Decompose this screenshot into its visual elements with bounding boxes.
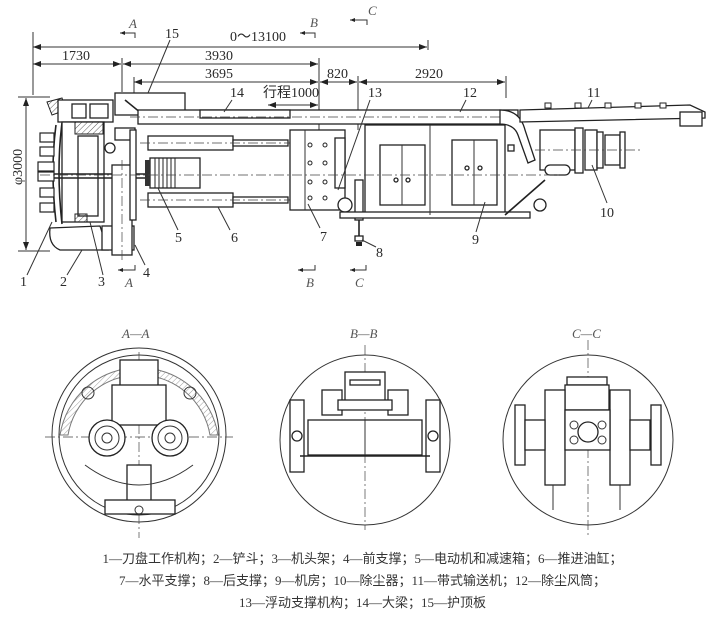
part-5: 5 [175,231,182,246]
part-15: 15 [165,27,179,42]
dim-3695: 3695 [205,67,233,82]
section-mark-a-bottom: A [118,265,136,290]
dim-3930: 3930 [205,49,233,64]
dim-stroke: 行程1000 [263,85,319,101]
section-view-cc: C—C [502,326,674,538]
svg-text:C: C [355,275,364,290]
svg-text:A: A [124,275,133,290]
cutter-head [37,97,150,225]
part-1: 1 [20,275,27,290]
part-2: 2 [60,275,67,290]
dim-diameter: φ3000 [11,149,26,185]
part-12: 12 [463,86,477,101]
svg-text:B: B [310,15,318,30]
dim-total: 0～13100 [230,30,286,45]
section-view-bb: B—B [279,326,451,530]
tbm-drawing: 0～13100 1730 3930 3695 820 2920 行程1000 φ… [11,3,706,538]
svg-text:A: A [128,16,137,31]
section-title-bb: B—B [350,326,378,341]
machine-room [339,124,531,219]
section-mark-c-bottom: C [350,265,367,290]
section-view-aa: A—A [45,326,233,538]
legend-line-2: 7—水平支撑；8—后支撑；9—机房；10—除尘器；11—带式输送机；12—除尘风… [118,573,607,588]
section-mark-a-top: A [120,16,137,38]
section-mark-b-top: B [300,15,318,38]
section-title-aa: A—A [121,326,150,341]
part-4: 4 [143,266,150,281]
motor-gearbox [145,157,201,189]
part-number-labels: 1 2 3 4 5 6 7 8 9 10 11 12 13 14 15 [20,27,614,290]
part-6: 6 [231,231,238,246]
part-3: 3 [98,275,105,290]
section-title-cc: C—C [572,326,601,341]
legend-line-3: 13—浮动支撑机构；14—大梁；15—护顶板 [238,595,486,610]
dim-1730: 1730 [62,49,90,64]
part-7: 7 [320,230,327,245]
dust-duct [499,109,536,164]
section-mark-c-top: C [350,3,377,25]
legend-line-1: 1—刀盘工作机构；2—铲斗；3—机头架；4—前支撑；5—电动机和减速箱；6—推进… [102,551,623,566]
part-10: 10 [600,206,614,221]
svg-text:C: C [368,3,377,18]
part-14: 14 [230,86,244,101]
part-9: 9 [472,233,479,248]
rear-support [337,179,364,246]
horizontal-support [289,129,346,211]
scoop [49,225,109,251]
tbm-side-view [37,92,706,262]
part-8: 8 [376,246,383,261]
dim-820: 820 [327,67,348,82]
dim-2920: 2920 [415,67,443,82]
belt-conveyor [519,102,706,127]
svg-text:B: B [306,275,314,290]
legend: 1—刀盘工作机构；2—铲斗；3—机头架；4—前支撑；5—电动机和减速箱；6—推进… [0,548,725,614]
section-mark-b-bottom: B [298,265,316,290]
part-13: 13 [368,86,382,101]
part-11: 11 [587,86,600,101]
dimension-lines [18,32,507,252]
dust-collector [504,127,640,216]
